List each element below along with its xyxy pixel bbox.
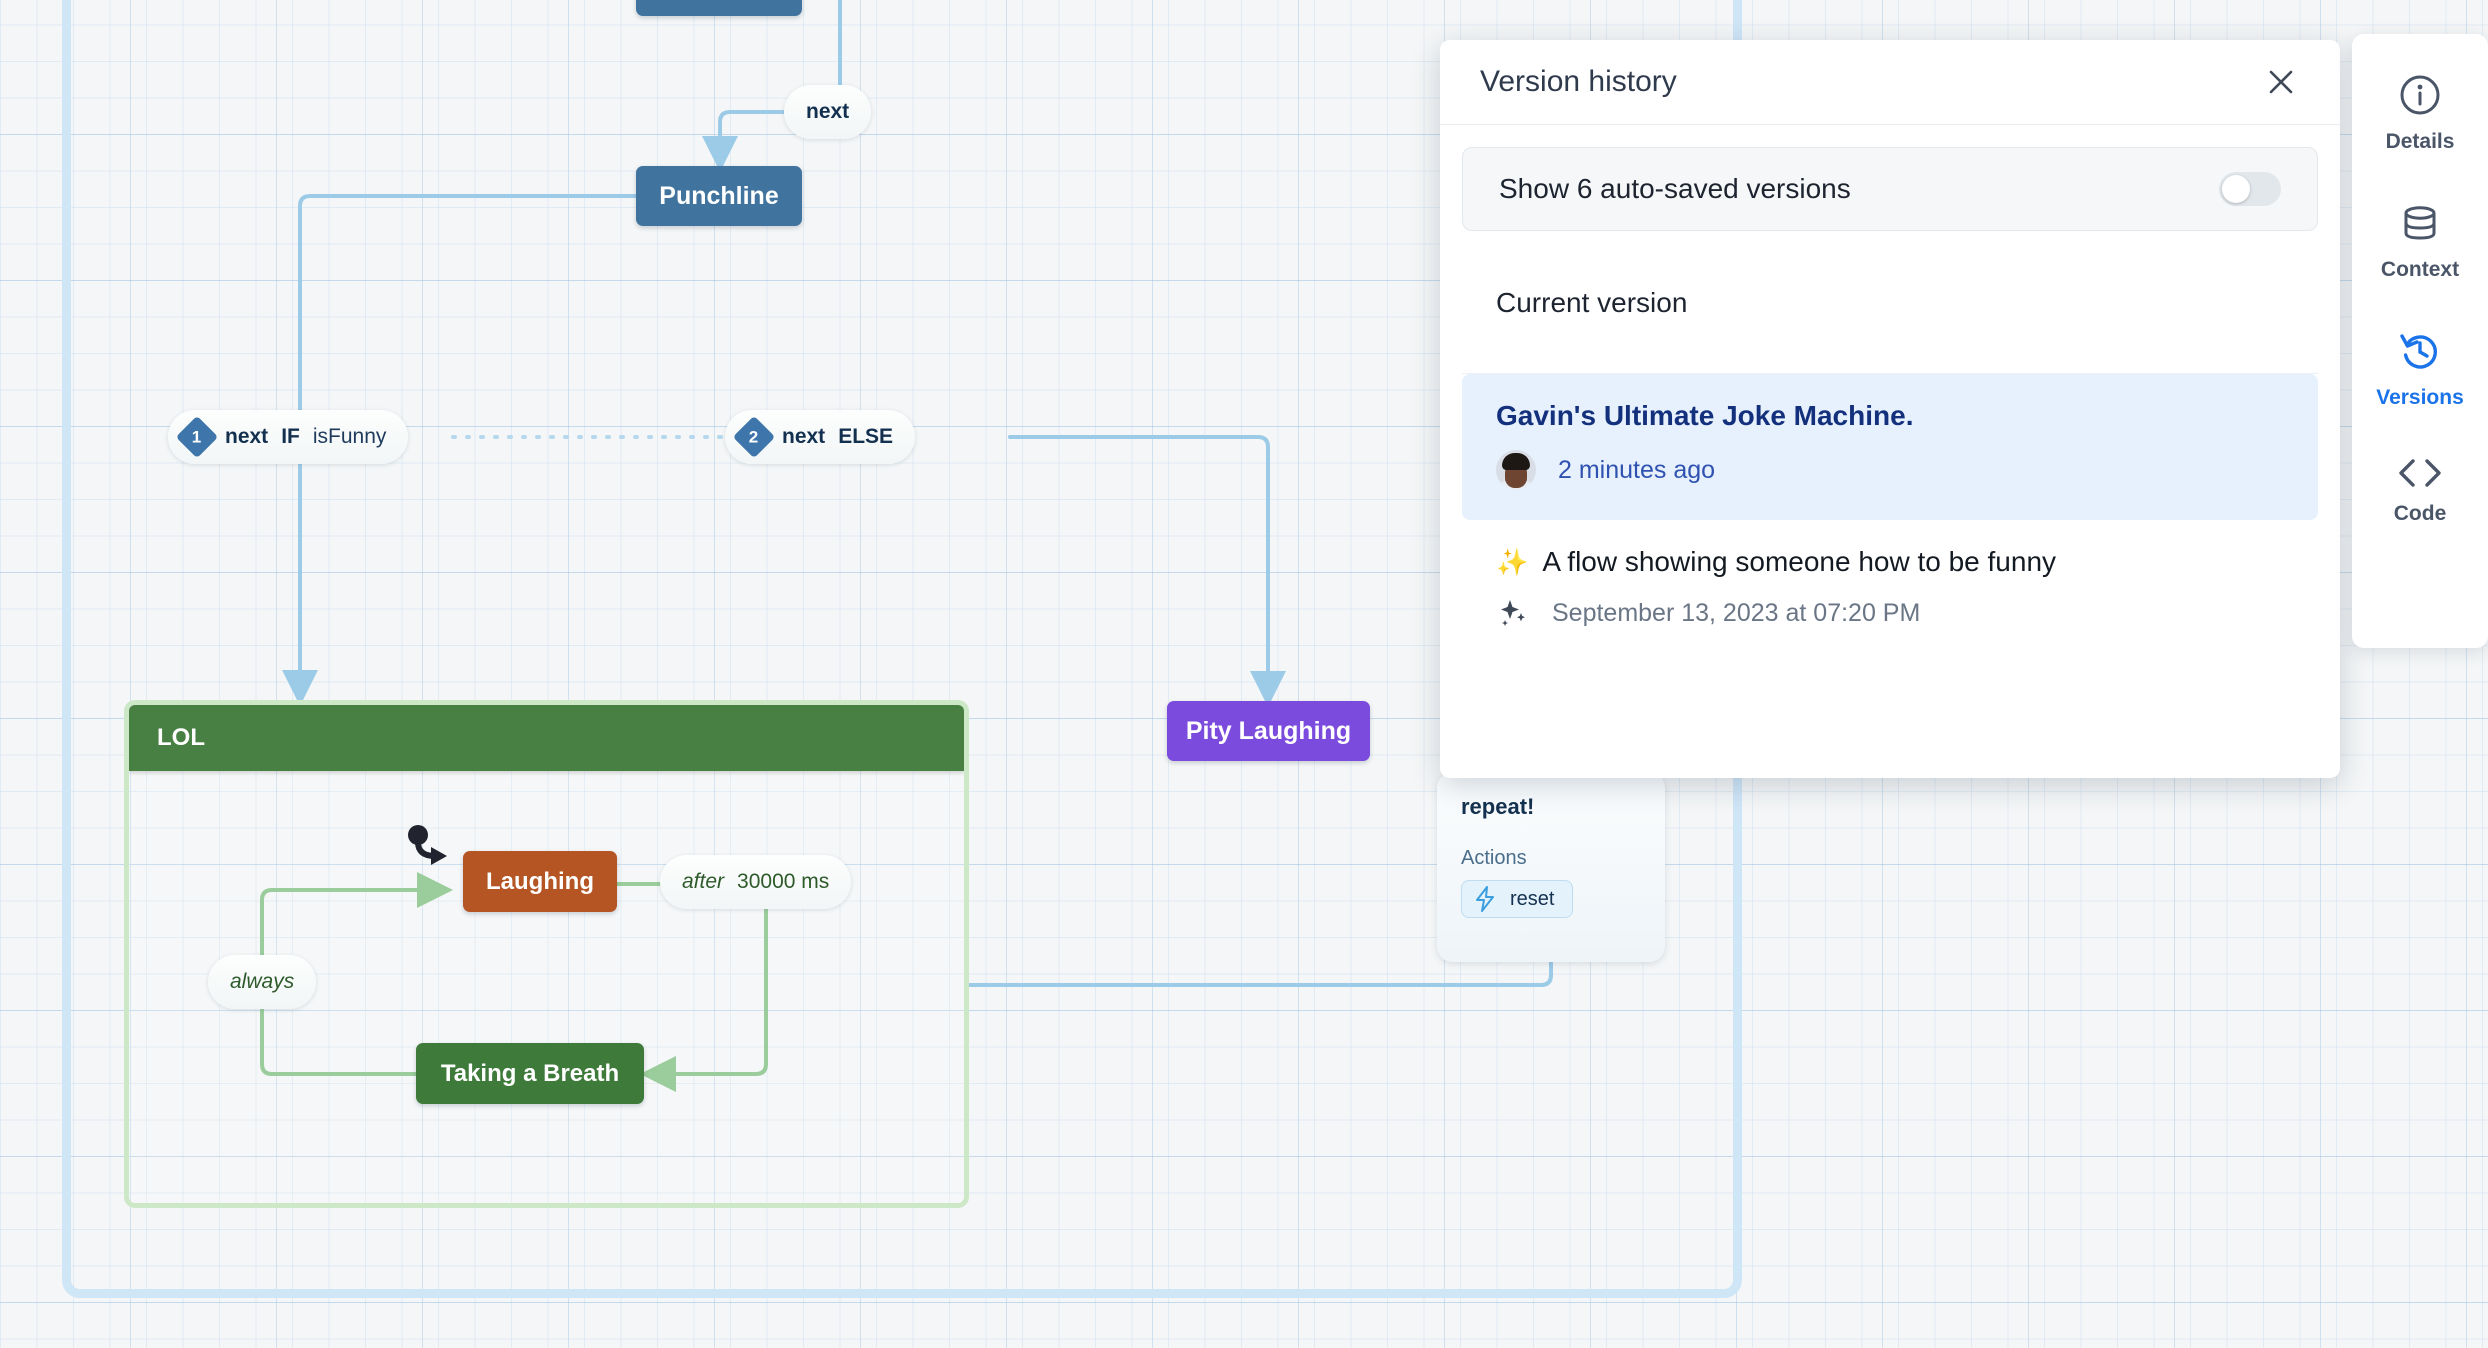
sidebar-item-details[interactable]: Details: [2352, 72, 2488, 154]
edge-label-branch-else[interactable]: 2 next ELSE: [725, 410, 916, 464]
guard-keyword: ELSE: [838, 425, 894, 448]
actions-section-label: Actions: [1461, 847, 1527, 869]
autosave-toggle-row[interactable]: Show 6 auto-saved versions: [1462, 147, 2318, 231]
edge-label-always[interactable]: always: [208, 955, 317, 1009]
sidebar-item-label: Code: [2393, 502, 2447, 525]
sidebar-item-context[interactable]: Context: [2352, 200, 2488, 282]
version-list-item-current[interactable]: Gavin's Ultimate Joke Machine. 2 minutes…: [1462, 374, 2318, 520]
sidebar-item-versions[interactable]: Versions: [2352, 328, 2488, 410]
current-version-label: Current version: [1462, 231, 2318, 374]
version-panel-body: Show 6 auto-saved versions Current versi…: [1440, 125, 2340, 778]
sparkles-emoji-icon: ✨: [1496, 546, 1529, 577]
state-node-laughing[interactable]: Laughing: [463, 851, 617, 912]
version-meta-row: 2 minutes ago: [1496, 450, 2284, 490]
sidebar-item-label: Versions: [2376, 386, 2464, 409]
branch-index-badge-1: 1: [175, 415, 219, 459]
autosave-toggle[interactable]: [2219, 172, 2281, 206]
transition-event-title: repeat!: [1461, 794, 1535, 819]
always-keyword: always: [230, 970, 295, 993]
close-icon[interactable]: [2258, 59, 2304, 105]
edge-label-branch-if[interactable]: 1 next IF isFunny: [168, 410, 409, 464]
edge-event-label: next: [782, 425, 826, 448]
state-node-pity-laughing[interactable]: Pity Laughing: [1167, 701, 1370, 761]
after-delay-value: 30000 ms: [737, 870, 830, 893]
state-node-joke-setup[interactable]: Joke Setup: [636, 0, 802, 16]
version-title-row: ✨ A flow showing someone how to be funny: [1496, 546, 2284, 578]
version-meta-row: September 13, 2023 at 07:20 PM: [1496, 596, 2284, 630]
sidebar-item-label: Details: [2385, 130, 2455, 153]
sparkles-icon: [1501, 600, 1525, 626]
toggle-knob: [2222, 175, 2250, 203]
action-chip-reset[interactable]: reset: [1461, 880, 1574, 918]
edge-label-after-delay[interactable]: after 30000 ms: [660, 855, 852, 909]
action-chip-label: reset: [1510, 887, 1555, 910]
edge-event-label: next: [806, 100, 850, 123]
after-keyword: after: [682, 870, 725, 893]
code-brackets-icon: [2399, 459, 2441, 487]
version-panel-header: Version history: [1440, 40, 2340, 125]
history-clock-icon: [2400, 334, 2437, 369]
branch-index-badge-2: 2: [732, 415, 776, 459]
guard-expression: isFunny: [312, 425, 387, 448]
avatar: [1496, 450, 1536, 490]
version-title: Gavin's Ultimate Joke Machine.: [1496, 400, 1914, 431]
lightning-bolt-icon: [1476, 886, 1494, 912]
guard-keyword: IF: [281, 425, 300, 448]
right-sidebar[interactable]: Details Context Versions Code: [2352, 34, 2488, 648]
group-header-label: LOL: [129, 705, 964, 771]
version-timestamp: 2 minutes ago: [1558, 455, 1716, 484]
version-list-item[interactable]: ✨ A flow showing someone how to be funny…: [1462, 520, 2318, 660]
version-history-panel[interactable]: Version history Show 6 auto-saved versio…: [1440, 40, 2340, 778]
info-circle-icon: [2400, 75, 2440, 115]
database-icon: [2404, 206, 2436, 240]
autosave-label: Show 6 auto-saved versions: [1499, 173, 1851, 204]
version-timestamp: September 13, 2023 at 07:20 PM: [1552, 598, 1921, 627]
state-node-punchline[interactable]: Punchline: [636, 166, 802, 226]
group-node-lol[interactable]: LOL: [124, 700, 969, 1208]
version-title: A flow showing someone how to be funny: [1542, 546, 2057, 577]
state-node-taking-a-breath[interactable]: Taking a Breath: [416, 1043, 644, 1104]
transition-detail-card[interactable]: repeat! Actions reset: [1437, 772, 1665, 962]
edge-label-next-top[interactable]: next: [784, 85, 872, 139]
sidebar-item-code[interactable]: Code: [2352, 456, 2488, 526]
edge-event-label: next: [225, 425, 269, 448]
initial-state-marker-icon: [408, 825, 447, 865]
panel-title: Version history: [1480, 65, 1677, 98]
sidebar-item-label: Context: [2380, 258, 2460, 281]
